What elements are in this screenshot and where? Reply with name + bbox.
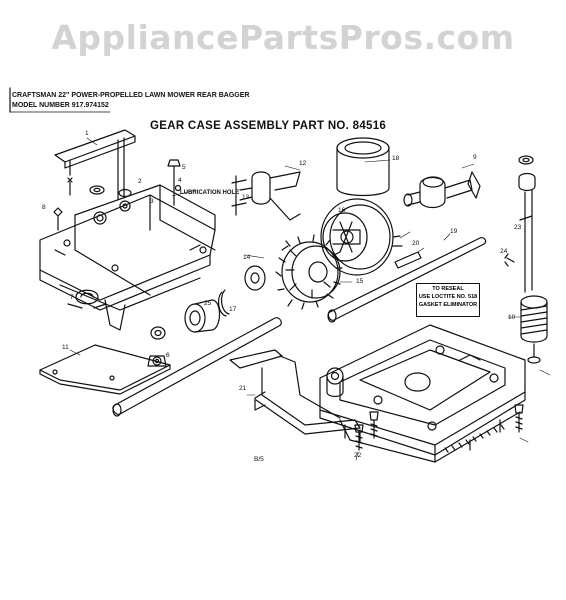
gear-case-cover — [40, 185, 215, 330]
part-9-gear-shaft — [404, 172, 480, 208]
watermark: AppliancePartsPros.com — [51, 18, 515, 57]
reseal-line-3: GASKET ELIMINATOR — [418, 302, 478, 308]
reseal-note-box: TO RESEAL USE LOCTITE NO. 518 GASKET ELI… — [416, 283, 480, 317]
part-15-spur-gear — [276, 235, 342, 309]
reseal-line-2: USE LOCTITE NO. 518 — [418, 294, 478, 300]
part-10-worm-gear — [521, 296, 547, 363]
part-number-5: 5 — [182, 164, 186, 171]
part-number-9: 9 — [473, 154, 477, 161]
header-product-line: CRAFTSMAN 22" POWER-PROPELLED LAWN MOWER… — [12, 92, 250, 99]
part-20-key — [395, 252, 421, 268]
part-number-1: 1 — [85, 130, 89, 137]
lubrication-hole-callout: LUBRICATION HOLE — [180, 190, 240, 196]
part-number-23: 23 — [514, 224, 522, 231]
part-number-11: 11 — [62, 344, 69, 351]
diagram-title: GEAR CASE ASSEMBLY PART NO. 84516 — [150, 120, 387, 132]
part-number-25: 25 — [204, 300, 212, 307]
header-model-number: MODEL NUMBER 917.974152 — [12, 102, 109, 109]
part-number-18: 18 — [392, 155, 400, 162]
part-number-4: 4 — [178, 177, 182, 184]
part-7-sleeve — [151, 300, 220, 339]
part-number-19: 19 — [450, 228, 458, 235]
part-number-20: 20 — [412, 240, 420, 247]
reseal-line-1: TO RESEAL — [432, 286, 464, 292]
part-number-8: 8 — [42, 204, 46, 211]
part-number-21: 21 — [239, 385, 247, 392]
part-number-12: 12 — [299, 160, 307, 167]
part-16-pulley — [321, 199, 402, 275]
gear-case-housing — [320, 325, 525, 462]
part-1-bracket — [55, 130, 135, 200]
part-17-clip-middle — [219, 290, 229, 316]
part-number-13: 13 — [242, 194, 250, 201]
part-number-17: 17 — [229, 306, 237, 313]
part-number-22: 22 — [354, 452, 362, 459]
part-number-6: 6 — [166, 352, 170, 359]
leader-lines — [70, 138, 550, 460]
part-number-7: 7 — [70, 294, 74, 301]
part-11-plate — [40, 345, 170, 394]
part-number-3: 3 — [150, 198, 154, 205]
part-12-shift-fork — [232, 172, 300, 220]
part-18-bushing — [337, 138, 389, 196]
part-number-24: 24 — [500, 248, 508, 255]
part-14-washer — [245, 266, 265, 290]
part-23-shaft — [519, 156, 535, 292]
hardware-upper-left — [54, 160, 180, 230]
part-number-10: 10 — [508, 314, 516, 321]
part-number-16: 16 — [338, 207, 346, 214]
part-number-14: 14 — [243, 254, 251, 261]
part-number-2: 2 — [138, 178, 142, 185]
part-24-pin — [505, 254, 514, 266]
page-label: B/5 — [254, 456, 264, 463]
part-22-screws — [355, 405, 523, 450]
part-number-15: 15 — [356, 278, 364, 285]
lower-shaft — [113, 318, 281, 416]
part-19-axle — [328, 238, 486, 322]
